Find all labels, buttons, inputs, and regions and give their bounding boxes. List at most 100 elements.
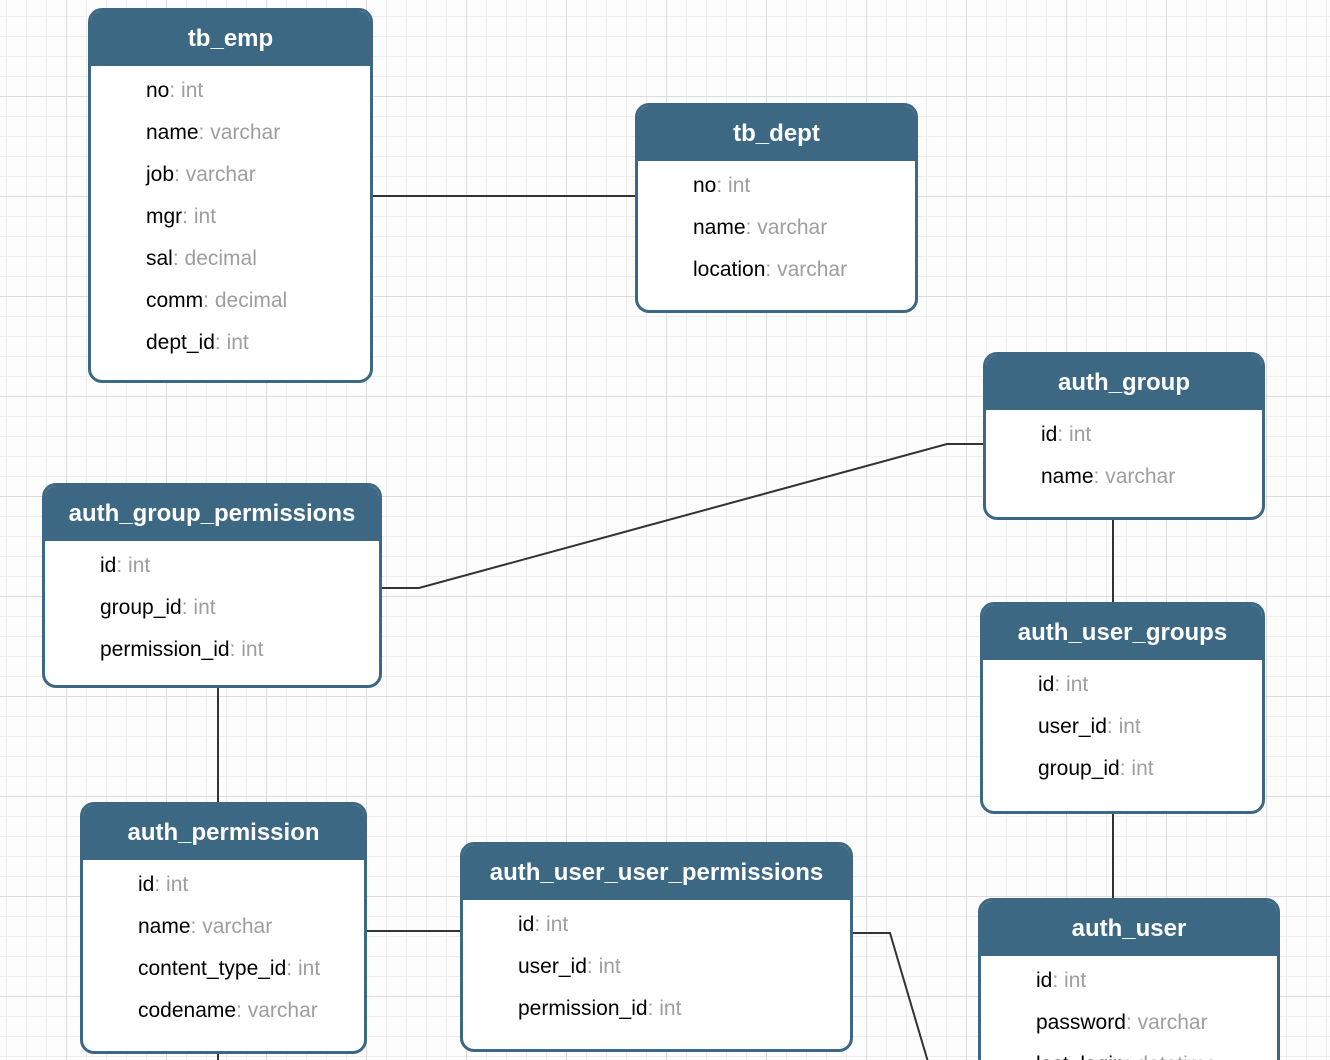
table-title: tb_dept [733, 119, 820, 147]
table-auth_group[interactable]: auth_groupidintnamevarchar [983, 352, 1265, 520]
field-type: int [169, 79, 203, 102]
table-title: auth_group_permissions [68, 499, 356, 527]
field-row-auth_permission-name[interactable]: namevarchar [83, 906, 364, 948]
field-type: int [116, 554, 150, 577]
field-type: int [154, 873, 188, 896]
field-name: comm [146, 289, 204, 312]
field-name: content_type_id [138, 957, 287, 980]
field-row-auth_user_user_permissions-user_id[interactable]: user_idint [463, 946, 850, 988]
table-auth_user_user_permissions[interactable]: auth_user_user_permissionsidintuser_idin… [460, 842, 853, 1052]
table-field-list: idintpasswordvarcharlast_logindatetime [981, 956, 1277, 1060]
field-name: id [1038, 673, 1055, 696]
field-row-tb_emp-job[interactable]: jobvarchar [91, 154, 370, 196]
field-name: name [146, 121, 199, 144]
table-header-auth_user[interactable]: auth_user [981, 901, 1277, 956]
field-row-auth_user_groups-user_id[interactable]: user_idint [983, 706, 1262, 748]
table-auth_user[interactable]: auth_useridintpasswordvarcharlast_logind… [978, 898, 1280, 1060]
field-name: group_id [1038, 757, 1120, 780]
field-name: group_id [100, 596, 182, 619]
field-row-auth_user_user_permissions-permission_id[interactable]: permission_idint [463, 988, 850, 1030]
table-header-auth_group[interactable]: auth_group [986, 355, 1262, 410]
field-row-tb_dept-location[interactable]: locationvarchar [638, 249, 915, 291]
field-type: varchar [191, 915, 273, 938]
field-row-auth_user_groups-id[interactable]: idint [983, 664, 1262, 706]
field-row-tb_emp-mgr[interactable]: mgrint [91, 196, 370, 238]
field-row-tb_dept-no[interactable]: noint [638, 165, 915, 207]
connector-auth_user_user_permissions-auth_user[interactable] [853, 932, 929, 1060]
field-type: varchar [1094, 465, 1176, 488]
field-name: location [693, 258, 766, 281]
field-type: decimal [203, 289, 287, 312]
field-row-tb_dept-name[interactable]: namevarchar [638, 207, 915, 249]
field-row-auth_permission-codename[interactable]: codenamevarchar [83, 990, 364, 1032]
table-field-list: idintuser_idintgroup_idint [983, 660, 1262, 790]
field-row-auth_user-password[interactable]: passwordvarchar [981, 1002, 1277, 1044]
field-type: int [215, 331, 249, 354]
table-header-tb_dept[interactable]: tb_dept [638, 106, 915, 161]
field-name: id [138, 873, 155, 896]
field-type: varchar [1126, 1011, 1208, 1034]
field-type: int [230, 638, 264, 661]
connector-auth_group_permissions-auth_group[interactable] [382, 443, 984, 589]
field-row-auth_user_user_permissions-id[interactable]: idint [463, 904, 850, 946]
field-type: int [1057, 423, 1091, 446]
field-row-auth_user_groups-group_id[interactable]: group_idint [983, 748, 1262, 790]
table-header-auth_user_groups[interactable]: auth_user_groups [983, 605, 1262, 660]
table-field-list: idintuser_idintpermission_idint [463, 900, 850, 1030]
table-field-list: nointnamevarcharjobvarcharmgrintsaldecim… [91, 66, 370, 364]
field-row-auth_group-name[interactable]: namevarchar [986, 456, 1262, 498]
field-name: job [146, 163, 175, 186]
field-name: id [100, 554, 117, 577]
table-header-auth_permission[interactable]: auth_permission [83, 805, 364, 860]
table-title: tb_emp [187, 24, 274, 52]
table-header-auth_user_user_permissions[interactable]: auth_user_user_permissions [463, 845, 850, 900]
field-row-auth_group_permissions-group_id[interactable]: group_idint [45, 587, 379, 629]
table-auth_user_groups[interactable]: auth_user_groupsidintuser_idintgroup_idi… [980, 602, 1265, 814]
table-field-list: idintgroup_idintpermission_idint [45, 541, 379, 671]
field-name: id [1041, 423, 1058, 446]
field-name: user_id [518, 955, 587, 978]
field-row-tb_emp-no[interactable]: noint [91, 70, 370, 112]
field-name: sal [146, 247, 173, 270]
table-tb_emp[interactable]: tb_empnointnamevarcharjobvarcharmgrintsa… [88, 8, 373, 383]
field-row-tb_emp-comm[interactable]: commdecimal [91, 280, 370, 322]
field-row-tb_emp-sal[interactable]: saldecimal [91, 238, 370, 280]
field-type: varchar [765, 258, 847, 281]
field-type: varchar [174, 163, 256, 186]
field-name: dept_id [146, 331, 215, 354]
field-type: int [534, 913, 568, 936]
field-type: int [1052, 969, 1086, 992]
table-header-auth_group_permissions[interactable]: auth_group_permissions [45, 486, 379, 541]
table-auth_group_permissions[interactable]: auth_group_permissionsidintgroup_idintpe… [42, 483, 382, 688]
table-tb_dept[interactable]: tb_deptnointnamevarcharlocationvarchar [635, 103, 918, 313]
field-name: codename [138, 999, 237, 1022]
field-row-auth_user-id[interactable]: idint [981, 960, 1277, 1002]
field-name: id [518, 913, 535, 936]
table-title: auth_group [1058, 368, 1190, 396]
field-name: mgr [146, 205, 183, 228]
field-name: permission_id [518, 997, 648, 1020]
field-name: last_login [1036, 1053, 1125, 1060]
field-type: int [1107, 715, 1141, 738]
field-type: int [648, 997, 682, 1020]
table-header-tb_emp[interactable]: tb_emp [91, 11, 370, 66]
table-title: auth_permission [127, 818, 320, 846]
table-title: auth_user [1071, 914, 1187, 942]
field-row-tb_emp-name[interactable]: namevarchar [91, 112, 370, 154]
field-row-auth_group_permissions-id[interactable]: idint [45, 545, 379, 587]
table-title: auth_user_groups [1017, 618, 1228, 646]
field-name: password [1036, 1011, 1126, 1034]
field-row-auth_user-last_login[interactable]: last_logindatetime [981, 1044, 1277, 1060]
field-type: varchar [199, 121, 281, 144]
field-row-auth_permission-id[interactable]: idint [83, 864, 364, 906]
table-title: auth_user_user_permissions [489, 858, 824, 886]
field-name: name [1041, 465, 1094, 488]
table-auth_permission[interactable]: auth_permissionidintnamevarcharcontent_t… [80, 802, 367, 1054]
table-field-list: idintnamevarchar [986, 410, 1262, 498]
field-row-tb_emp-dept_id[interactable]: dept_idint [91, 322, 370, 364]
field-row-auth_group-id[interactable]: idint [986, 414, 1262, 456]
field-row-auth_group_permissions-permission_id[interactable]: permission_idint [45, 629, 379, 671]
field-row-auth_permission-content_type_id[interactable]: content_type_idint [83, 948, 364, 990]
field-type: int [587, 955, 621, 978]
